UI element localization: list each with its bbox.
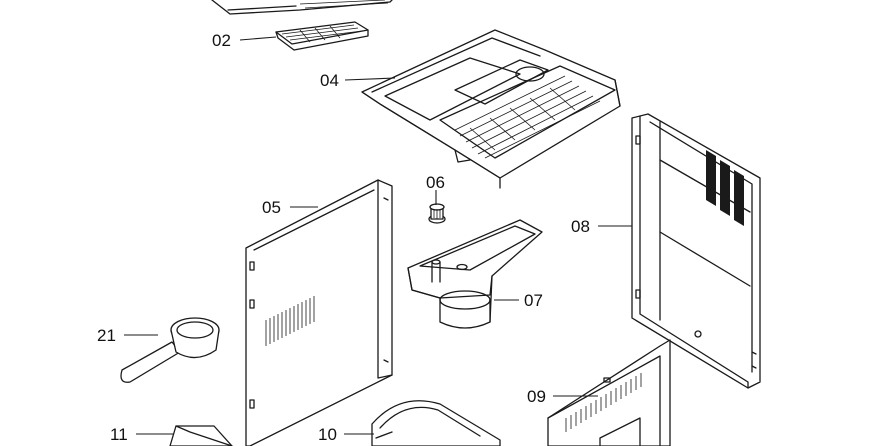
callout-21: 21 xyxy=(97,326,116,345)
part-11-container xyxy=(169,425,233,446)
part-02-grille xyxy=(275,21,369,51)
part-06-knob xyxy=(428,203,446,224)
callout-02: 02 xyxy=(212,31,231,50)
part-04-hole-grid xyxy=(454,75,601,159)
callout-08: 08 xyxy=(571,217,590,236)
part-09-vent-slots xyxy=(565,373,642,432)
part-07-water-tank xyxy=(407,219,543,329)
part-21-scoop xyxy=(120,317,220,383)
part-top-tray-fragment xyxy=(211,0,393,15)
callout-07: 07 xyxy=(524,291,543,310)
part-05-side-panel xyxy=(245,179,393,446)
part-09-front-panel xyxy=(547,339,671,446)
callout-10: 10 xyxy=(318,425,337,444)
callout-05: 05 xyxy=(262,198,281,217)
part-08-vent-slots xyxy=(706,150,744,226)
part-08-rear-panel xyxy=(631,113,761,389)
callout-09: 09 xyxy=(527,387,546,406)
part-04-tray-lid xyxy=(361,29,621,189)
leader-lines xyxy=(124,36,632,435)
callout-11: 11 xyxy=(110,425,128,444)
part-05-vent-slots xyxy=(265,296,315,346)
callout-labels: 02 04 05 06 07 08 09 10 11 21 xyxy=(97,31,590,444)
callout-04: 04 xyxy=(320,71,339,90)
callout-06: 06 xyxy=(426,173,445,192)
part-10-cover xyxy=(371,400,501,446)
